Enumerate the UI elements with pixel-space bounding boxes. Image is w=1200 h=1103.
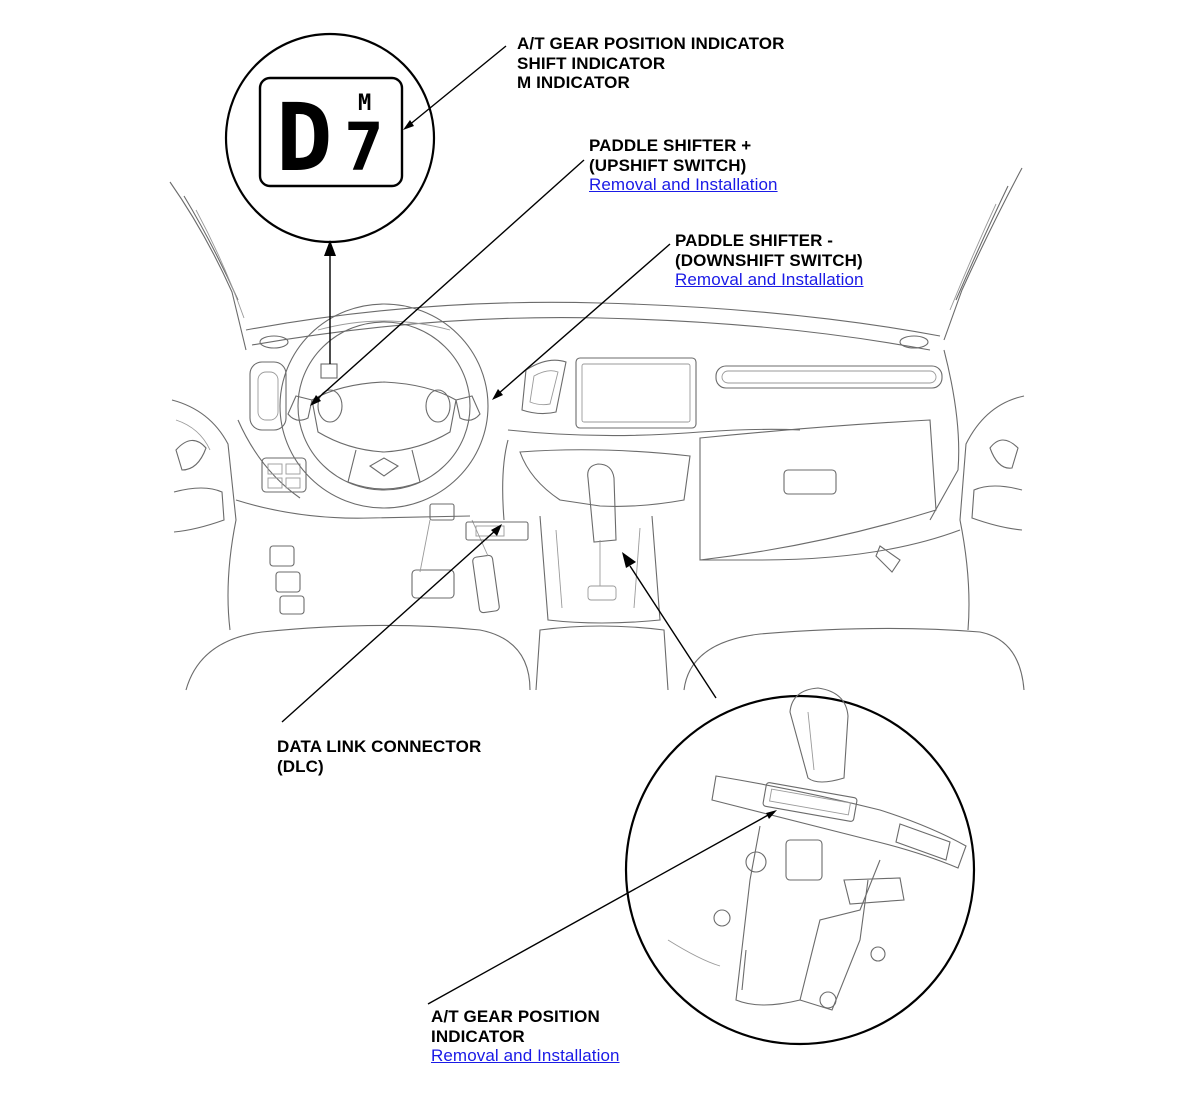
vehicle-interior-drawing bbox=[169, 167, 1025, 691]
callout-at-gear-indicator-top: A/T GEAR POSITION INDICATOR SHIFT INDICA… bbox=[517, 34, 784, 93]
callout-line: PADDLE SHIFTER + bbox=[589, 136, 752, 155]
callout-line: SHIFT INDICATOR bbox=[517, 53, 666, 73]
callout-line: (UPSHIFT SWITCH) bbox=[589, 155, 747, 175]
magnifier-arrow bbox=[324, 240, 336, 364]
upshift-removal-link[interactable]: Removal and Installation bbox=[589, 175, 778, 194]
callout-at-gear-indicator-bottom: A/T GEAR POSITION INDICATOR Removal and … bbox=[431, 1007, 620, 1066]
downshift-removal-link[interactable]: Removal and Installation bbox=[675, 270, 864, 289]
callout-dlc: DATA LINK CONNECTOR (DLC) bbox=[277, 737, 481, 776]
callout-line: A/T GEAR POSITION bbox=[431, 1007, 600, 1026]
callout-line: INDICATOR bbox=[431, 1026, 525, 1046]
mode-indicator-glyph: M bbox=[358, 91, 371, 116]
callout-line: PADDLE SHIFTER - bbox=[675, 231, 834, 250]
callout-line: (DLC) bbox=[277, 756, 324, 776]
callout-paddle-upshift: PADDLE SHIFTER + (UPSHIFT SWITCH) Remova… bbox=[589, 136, 778, 195]
gear-position-glyph: D bbox=[276, 84, 333, 193]
callout-line: (DOWNSHIFT SWITCH) bbox=[675, 250, 863, 270]
leader-lines bbox=[281, 45, 777, 1005]
indicator-removal-link[interactable]: Removal and Installation bbox=[431, 1046, 620, 1065]
shifter-magnifier-arrow bbox=[622, 552, 717, 699]
shifter-magnifier bbox=[624, 687, 976, 1046]
gear-display-magnifier: D M 7 bbox=[224, 32, 436, 244]
callout-paddle-downshift: PADDLE SHIFTER - (DOWNSHIFT SWITCH) Remo… bbox=[675, 231, 864, 290]
callout-line: DATA LINK CONNECTOR bbox=[277, 737, 482, 756]
callout-line: M INDICATOR bbox=[517, 73, 630, 92]
callout-line: A/T GEAR POSITION INDICATOR bbox=[517, 34, 785, 53]
manual-gear-glyph: 7 bbox=[344, 109, 384, 186]
